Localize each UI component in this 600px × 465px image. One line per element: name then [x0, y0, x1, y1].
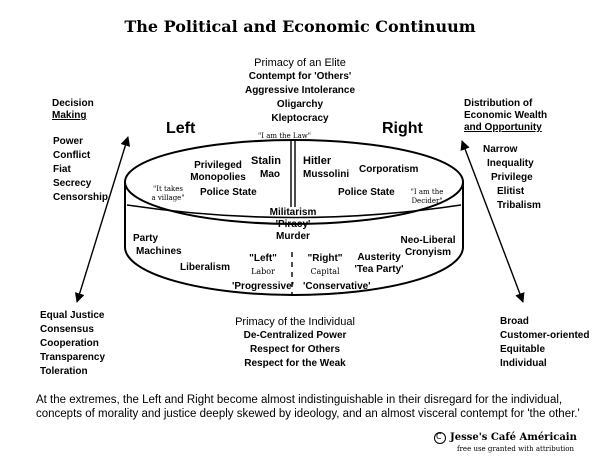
hitler-label: Hitler [303, 155, 332, 167]
ring-inner-curve [126, 204, 462, 219]
individual-item: Respect for Others [249, 344, 341, 355]
stalin-label: Stalin [251, 155, 281, 167]
party-machines-line1: Party [133, 233, 159, 244]
militarism-label: Militarism [269, 207, 317, 218]
distribution-heading-line2: Economic Wealth [464, 110, 548, 121]
mao-label: Mao [260, 169, 280, 180]
decider-quote-line1: "I am the [410, 188, 444, 196]
village-quote-line2: a village" [151, 194, 185, 202]
decision-heading: Decision Making [52, 98, 94, 122]
left-label: Left [166, 120, 196, 137]
distribution-item: Broad [500, 316, 529, 327]
neo-liberal-line2: Cronyism [404, 247, 452, 258]
corporatism-label: Corporatism [359, 164, 419, 175]
decision-bottom-list: Equal Justice Consensus Cooperation Tran… [40, 309, 105, 379]
decision-top-list: Power Conflict Fiat Secrecy Censorship [53, 135, 108, 205]
liberalism-label: Liberalism [180, 262, 231, 273]
decision-item: Censorship [53, 192, 109, 203]
summary-paragraph: At the extremes, the Left and Right beco… [36, 393, 580, 421]
party-machines-line2: Machines [136, 246, 182, 257]
distribution-item: Tribalism [497, 200, 541, 211]
right-axis-arrow [460, 140, 525, 303]
decider-quote: "I am the Decider" [402, 188, 452, 206]
credit-line: Jesse's Café Américain [450, 432, 577, 443]
summary-line2: concepts of morality and justice deeply … [36, 408, 580, 420]
tea-party-label: 'Tea Party' [354, 264, 404, 275]
piracy-label: 'Piracy' [275, 219, 311, 230]
militarism-block: Militarism 'Piracy' Murder [248, 207, 338, 243]
individual-item: De-Centralized Power [243, 330, 347, 341]
summary-line1: At the extremes, the Left and Right beco… [36, 394, 563, 406]
distribution-heading-line3: and Opportunity [464, 122, 542, 133]
decision-item: Equal Justice [40, 310, 105, 321]
decision-item: Conflict [53, 150, 91, 161]
copyright-circle [434, 432, 446, 444]
distribution-item: Inequality [487, 158, 534, 169]
elite-item: Contempt for 'Others' [248, 71, 352, 82]
individual-item: Respect for the Weak [244, 358, 346, 369]
privileged-monopolies: Privileged Monopolies [188, 160, 248, 184]
left-labor-block: "Left" Labor [240, 252, 286, 278]
village-quote: "It takes a village" [138, 185, 198, 203]
elite-block: Primacy of an Elite Contempt for 'Others… [220, 56, 380, 126]
decision-heading-line1: Decision [52, 98, 94, 109]
village-quote-line1: "It takes [153, 185, 183, 193]
elite-item: Oligarchy [276, 99, 324, 110]
conservative-label: 'Conservative' [303, 281, 371, 292]
ring-bottom-arc [124, 246, 464, 296]
distribution-top-list: Narrow Inequality Privilege Elitist Trib… [483, 143, 541, 213]
mussolini-label: Mussolini [303, 169, 350, 180]
decision-item: Transparency [40, 352, 106, 363]
decision-item: Consensus [40, 324, 94, 335]
left-axis-arrow [74, 136, 131, 303]
neo-liberal-cronyism: Neo-Liberal Cronyism [395, 235, 461, 259]
distribution-item: Privilege [491, 172, 533, 183]
distribution-heading-line1: Distribution of [464, 98, 533, 109]
austerity-block: Austerity 'Tea Party' [350, 252, 408, 276]
credit-subline: free use granted with attribution [457, 445, 575, 453]
distribution-bottom-list: Broad Customer-oriented Equitable Indivi… [500, 315, 589, 371]
law-quote: "I am the Law" [258, 132, 311, 140]
decision-item: Power [53, 136, 84, 147]
right-label: Right [382, 120, 423, 137]
decision-item: Secrecy [53, 178, 92, 189]
decider-quote-line2: Decider" [411, 197, 443, 205]
elite-item: Aggressive Intolerance [244, 85, 356, 96]
murder-label: Murder [276, 231, 310, 242]
right-quote-label: "Right" [307, 253, 343, 264]
privileged-monopolies-line2: Monopolies [190, 172, 246, 183]
police-state-right: Police State [338, 187, 395, 198]
capital-label: Capital [310, 267, 340, 276]
police-state-left: Police State [200, 187, 257, 198]
decision-item: Fiat [53, 164, 71, 175]
progressive-label: 'Progressive' [232, 281, 295, 292]
distribution-item: Customer-oriented [500, 330, 590, 341]
party-machines: Party Machines [133, 232, 182, 258]
left-quote-label: "Left" [249, 253, 277, 264]
decision-item: Toleration [40, 366, 88, 377]
elite-heading: Primacy of an Elite [254, 57, 346, 69]
labor-label: Labor [251, 267, 275, 276]
neo-liberal-line1: Neo-Liberal [400, 235, 456, 246]
copyright-mark: C [436, 432, 442, 441]
individual-heading: Primacy of the Individual [235, 316, 355, 328]
decision-heading-line2: Making [52, 110, 87, 121]
distribution-item: Elitist [497, 186, 525, 197]
individual-block: Primacy of the Individual De-Centralized… [205, 315, 385, 371]
decision-item: Cooperation [40, 338, 99, 349]
austerity-label: Austerity [357, 252, 401, 263]
distribution-item: Individual [500, 358, 547, 369]
page-title: The Political and Economic Continuum [124, 17, 476, 36]
privileged-monopolies-line1: Privileged [194, 160, 242, 171]
right-capital-block: "Right" Capital [300, 252, 350, 278]
distribution-heading: Distribution of Economic Wealth and Oppo… [464, 98, 547, 134]
distribution-item: Equitable [500, 344, 546, 355]
distribution-item: Narrow [483, 144, 518, 155]
elite-item: Kleptocracy [271, 113, 329, 124]
